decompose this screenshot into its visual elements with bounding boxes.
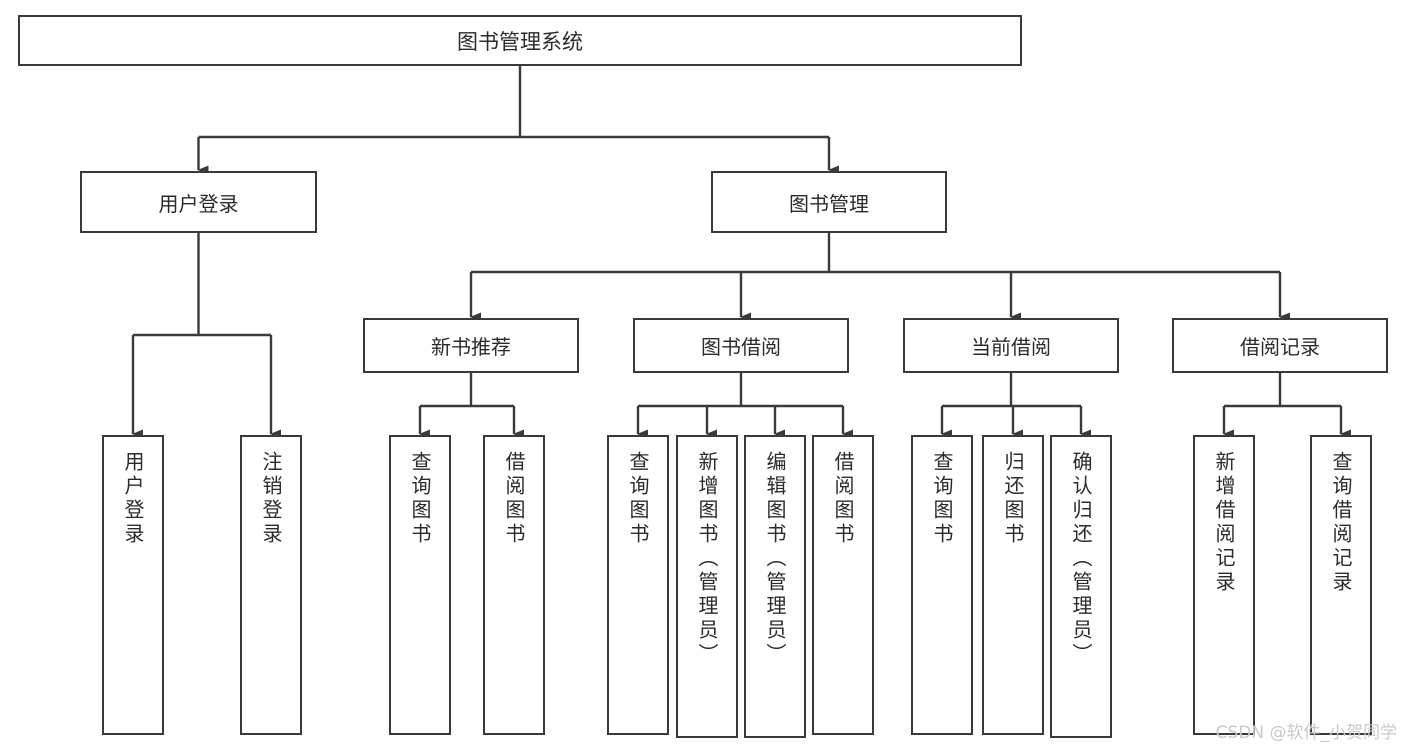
leaf-node-leaf-edit-book[interactable]: 编辑图书（管理员） [744,435,806,738]
csdn-watermark: CSDN @软件_小贺同学 [1215,723,1397,743]
node-new-book-rec[interactable]: 新书推荐 [363,318,579,373]
node-label: 查询图书 [408,451,432,547]
leaf-node-leaf-confirm-return[interactable]: 确认归还（管理员） [1050,435,1112,738]
leaf-node-leaf-add-book[interactable]: 新增图书（管理员） [676,435,738,738]
node-root[interactable]: 图书管理系统 [18,15,1022,66]
leaf-node-leaf-add-record[interactable]: 新增借阅记录 [1193,435,1255,735]
leaf-node-leaf-return-book[interactable]: 归还图书 [982,435,1044,735]
node-label: 新书推荐 [431,335,511,359]
leaf-node-leaf-query-book-1[interactable]: 查询图书 [389,435,451,735]
node-label: 图书管理系统 [457,29,583,54]
node-label: 归还图书 [1001,451,1025,547]
leaf-node-leaf-user-login[interactable]: 用户登录 [102,435,164,735]
node-label: 查询图书 [930,451,954,547]
node-label: 查询借阅记录 [1329,451,1353,595]
node-label: 借阅图书 [831,451,855,547]
node-label: 注销登录 [259,451,283,547]
leaf-node-leaf-borrow-book-2[interactable]: 借阅图书 [812,435,874,735]
node-label: 编辑图书（管理员） [763,451,787,667]
leaf-node-leaf-query-book-3[interactable]: 查询图书 [911,435,973,735]
node-label: 查询图书 [626,451,650,547]
node-label: 当前借阅 [971,335,1051,359]
node-label: 借阅图书 [502,451,526,547]
node-label: 用户登录 [121,451,145,547]
leaf-node-leaf-logout[interactable]: 注销登录 [240,435,302,735]
node-book-manage[interactable]: 图书管理 [711,171,947,233]
node-label: 新增图书（管理员） [695,451,719,667]
node-current-borrow[interactable]: 当前借阅 [903,318,1119,373]
leaf-node-leaf-query-record[interactable]: 查询借阅记录 [1310,435,1372,735]
node-label: 借阅记录 [1240,335,1320,359]
node-book-borrow[interactable]: 图书借阅 [633,318,849,373]
node-label: 图书借阅 [701,335,781,359]
node-label: 用户登录 [158,191,239,216]
node-label: 确认归还（管理员） [1069,451,1093,667]
leaf-node-leaf-query-book-2[interactable]: 查询图书 [607,435,669,735]
node-label: 新增借阅记录 [1212,451,1236,595]
leaf-node-leaf-borrow-book-1[interactable]: 借阅图书 [483,435,545,735]
node-label: 图书管理 [789,191,869,216]
node-user-login[interactable]: 用户登录 [80,171,317,233]
node-borrow-record[interactable]: 借阅记录 [1172,318,1388,373]
